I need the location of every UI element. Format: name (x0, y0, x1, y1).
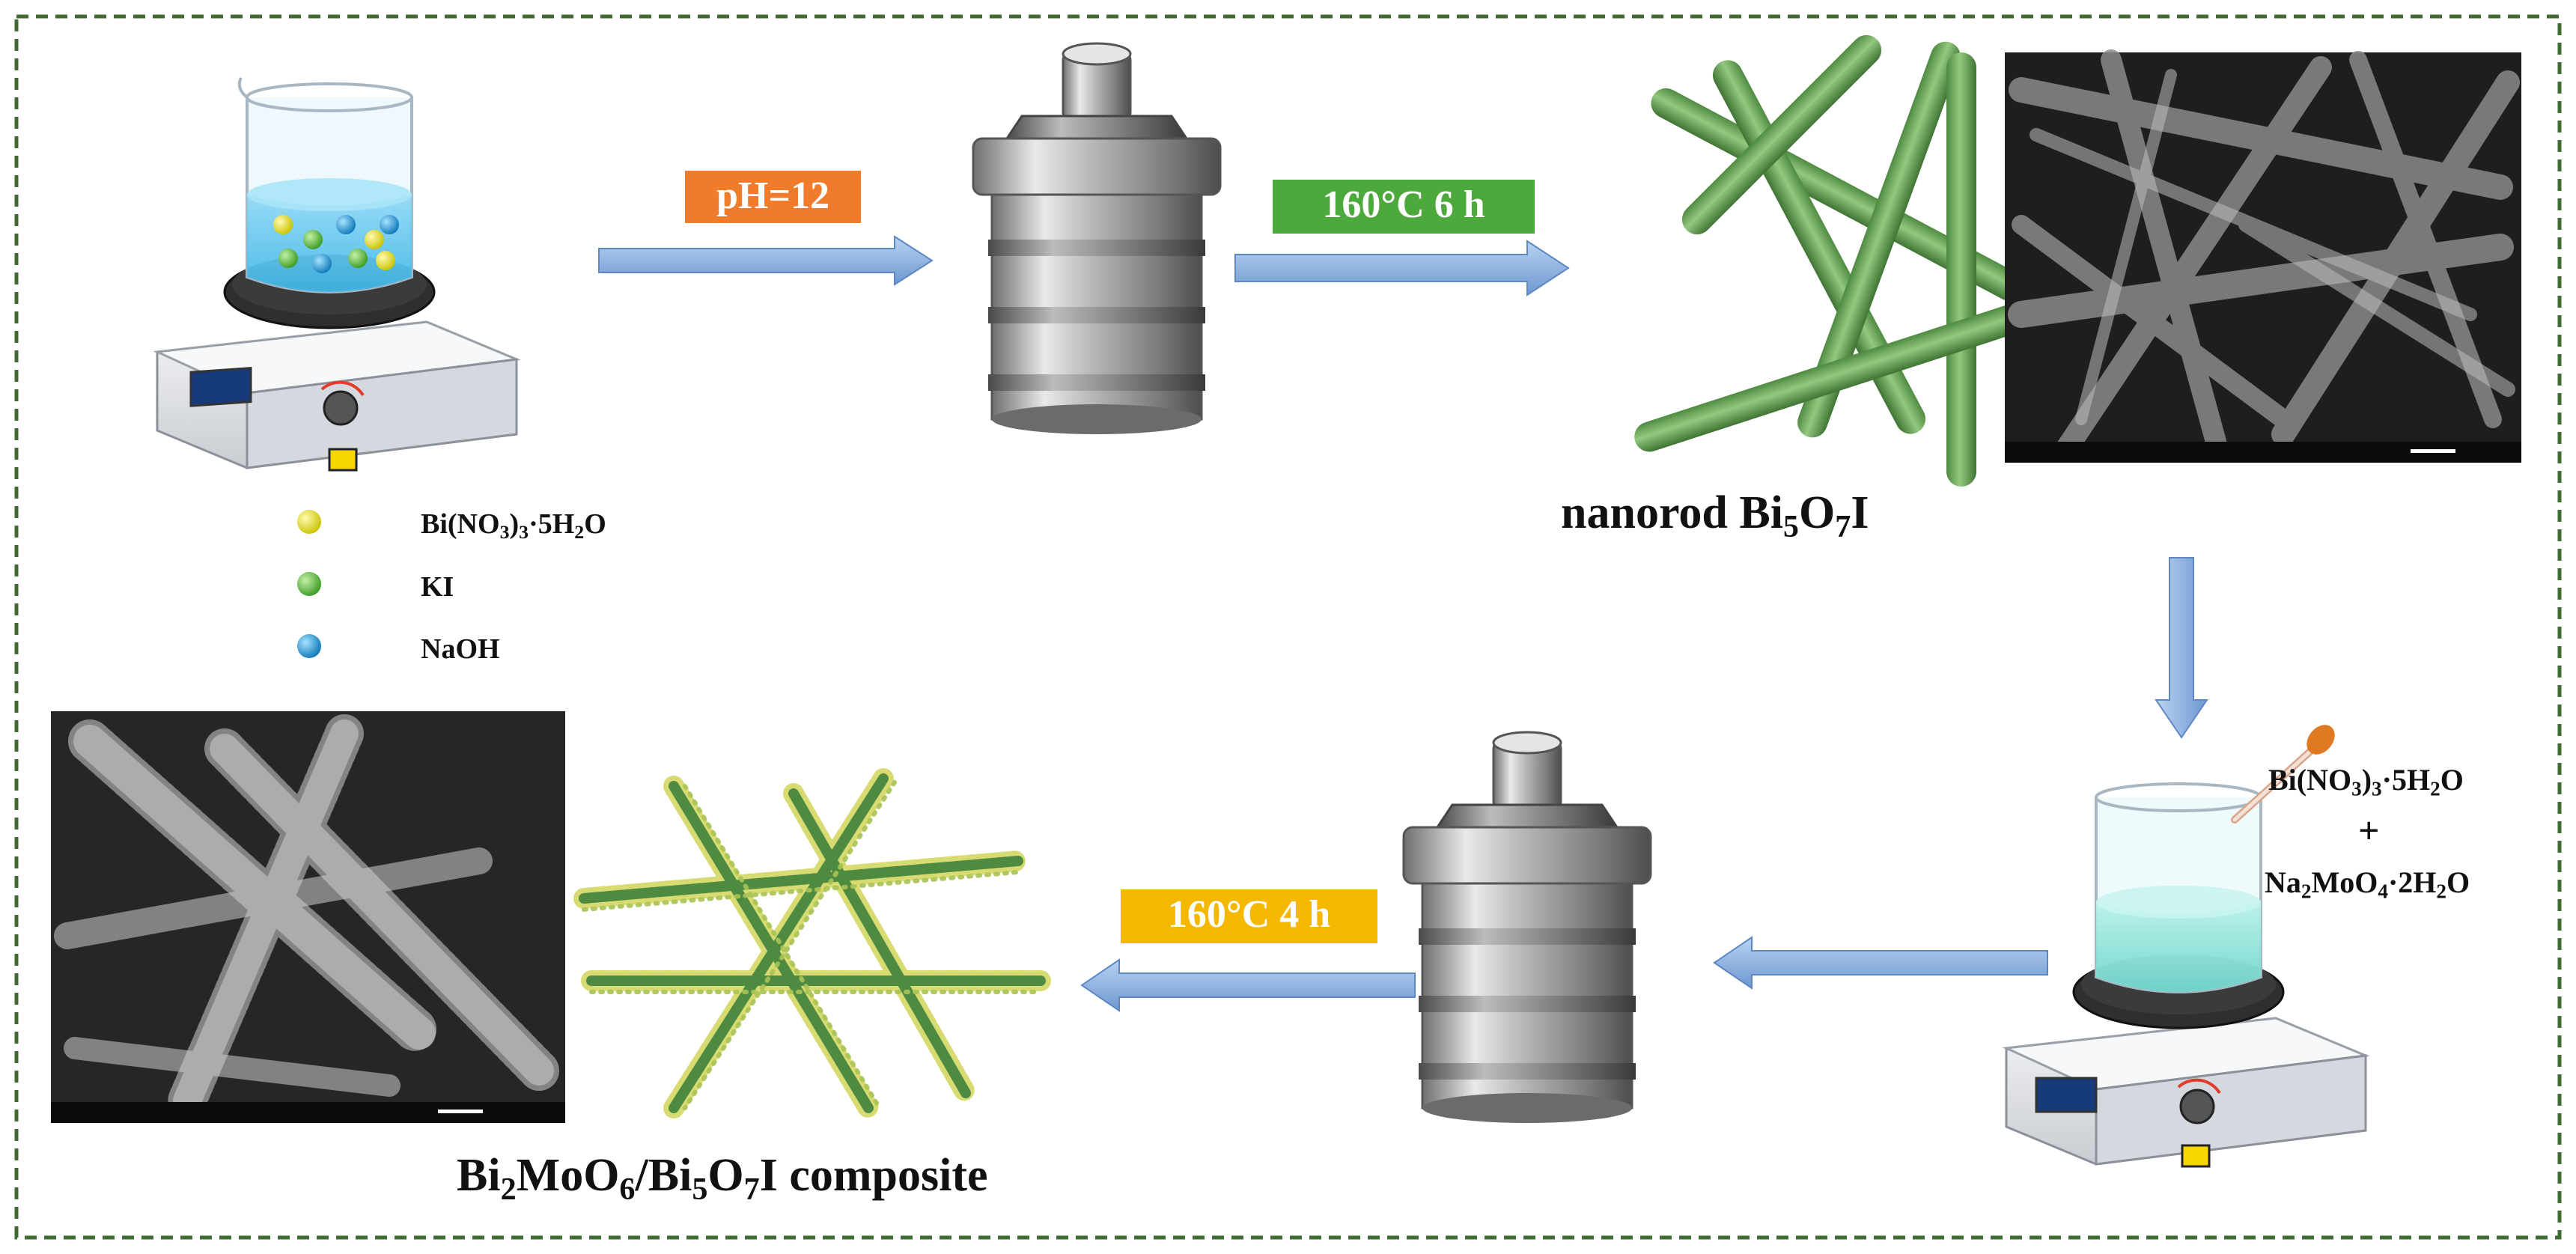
step-first-label: 160°C 6 h (1322, 183, 1485, 226)
legend-green-ball (297, 572, 321, 596)
power-switch-icon-2 (2181, 1144, 2211, 1168)
step-second-box (1121, 889, 1377, 943)
legend-blue-ball (297, 634, 321, 658)
sem-image-composite (51, 711, 565, 1123)
reagent-plus: + (2358, 809, 2380, 851)
step-ph-box (685, 171, 861, 223)
arrow-left-2 (1080, 958, 1416, 1012)
composite-cluster-icon (573, 768, 1051, 1118)
legend-label-naoh: NaOH (421, 633, 500, 665)
reagent-na-molybdate: Na2MoO4·2H2O (2265, 865, 2470, 903)
arrow-down (2155, 557, 2208, 739)
legend-yellow-ball (297, 510, 321, 534)
reagent-bi-nitrate: Bi(NO3)3·5H2O (2268, 763, 2464, 800)
composite-label: Bi2MoO6/Bi5O7I composite (457, 1150, 988, 1207)
arrow-left-1 (1713, 936, 2048, 990)
stirrer-knob-icon-2 (2179, 1089, 2215, 1124)
autoclave-1 (972, 42, 1222, 434)
display-screen-icon-2 (2035, 1077, 2098, 1113)
arrow-right-1 (598, 235, 934, 286)
display-screen-icon (189, 366, 252, 407)
nanorod-cluster-icon (1634, 34, 2049, 487)
step-first-box (1273, 180, 1535, 234)
dropper-icon (2231, 725, 2335, 824)
step-second-label: 160°C 4 h (1167, 893, 1331, 936)
sem-image-nanorod (2005, 49, 2521, 463)
legend-label-ki: KI (421, 571, 454, 603)
stirrer-knob-icon (323, 390, 359, 426)
legend-label-bi-nitrate: Bi(NO3)3·5H2O (421, 508, 606, 544)
power-switch-icon (328, 448, 358, 472)
beaker-1 (237, 77, 413, 293)
dashed-frame (14, 14, 2562, 1240)
arrow-right-2 (1234, 240, 1570, 296)
step-ph-label: pH=12 (716, 174, 829, 217)
autoclave-2 (1402, 731, 1652, 1123)
nanorod-label: nanorod Bi5O7I (1561, 487, 1869, 544)
